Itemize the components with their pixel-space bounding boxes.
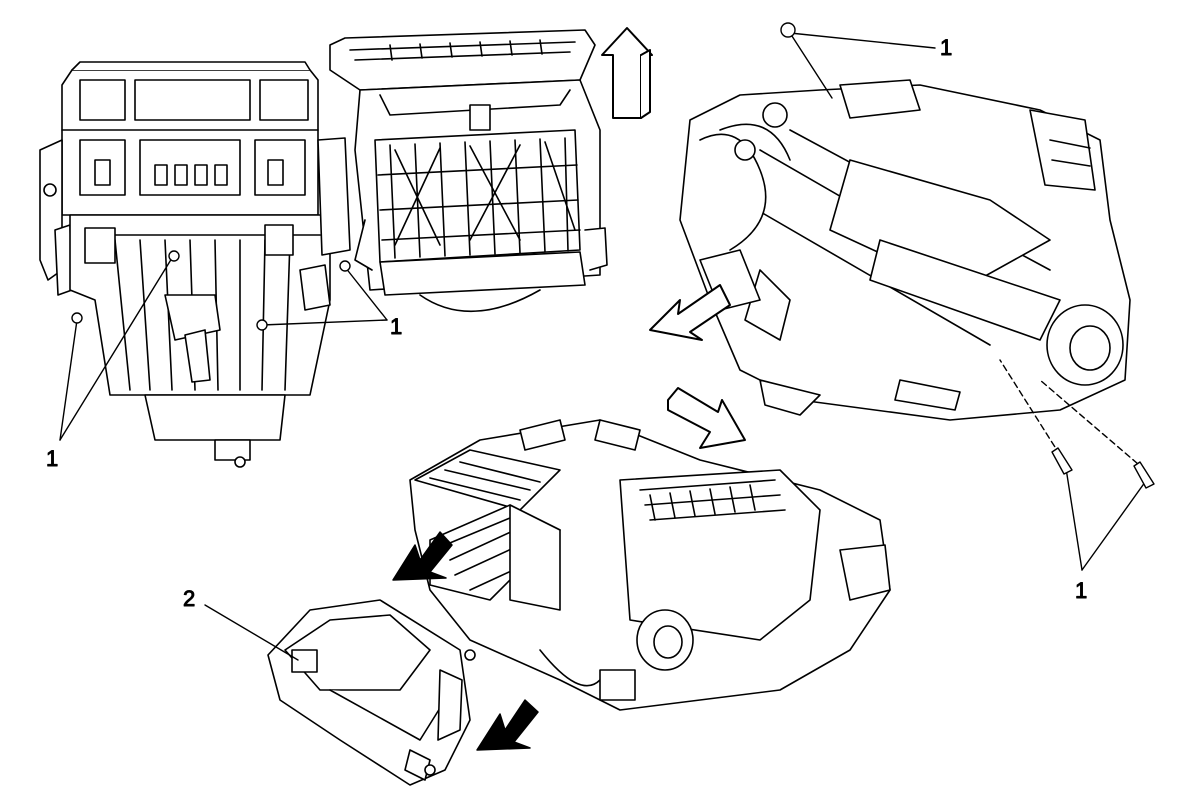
callout-leader-cover xyxy=(204,604,299,661)
filter-cover xyxy=(267,599,476,786)
arrow-icon-solid-1 xyxy=(392,531,453,581)
arrow-icon-up xyxy=(601,27,653,119)
hvac-module-rear-view xyxy=(679,79,1131,421)
upper-case-lifted xyxy=(329,29,608,313)
callout-1-left: 1 xyxy=(46,446,58,471)
arrow-icon-solid-2 xyxy=(476,699,539,751)
callout-leaders-right xyxy=(789,32,1149,571)
callout-1-center: 1 xyxy=(390,314,402,339)
callout-1-bottom-right: 1 xyxy=(1075,578,1087,603)
screw-icon-group-left xyxy=(71,250,351,331)
hvac-module-bottom-view xyxy=(409,419,891,711)
callout-leaders-left xyxy=(59,257,388,441)
callout-1-top-right: 1 xyxy=(940,35,952,60)
screw-icon-group-right xyxy=(780,22,1155,489)
callout-2-cover: 2 xyxy=(183,586,195,611)
arrow-icon-down-right xyxy=(667,387,746,449)
hvac-module-front-view xyxy=(39,61,351,468)
arrow-icon-down-left xyxy=(649,284,731,341)
